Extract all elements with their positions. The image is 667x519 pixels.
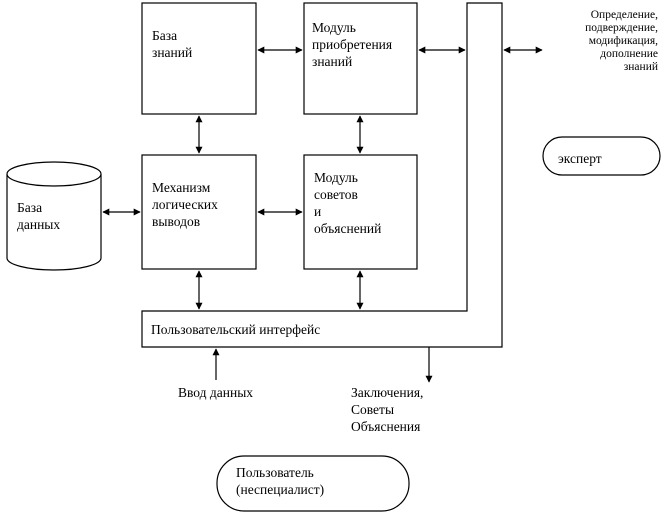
knowledge-base-box	[141, 2, 257, 115]
acquisition-module-label: Модуль приобретения знаний	[312, 20, 393, 69]
database-label: База данных	[17, 200, 61, 232]
expert-label: эксперт	[558, 151, 602, 166]
user-node	[216, 455, 410, 512]
outputs-label: Заключения, Советы Объяснения	[351, 385, 424, 434]
expert-actions-label: Определение, подверждение, модификация, …	[585, 9, 658, 73]
user-interface-label: Пользовательский интерфейс	[151, 322, 321, 337]
knowledge-base-label: База знаний	[152, 28, 193, 60]
data-input-label: Ввод данных	[178, 385, 254, 400]
inference-engine-label: Механизм логических выводов	[152, 180, 218, 229]
user-label: Пользователь (неспециалист)	[236, 465, 325, 497]
expert-node	[542, 136, 661, 176]
user-interface-box	[141, 2, 503, 348]
database-cylinder-top	[6, 161, 102, 187]
advice-module-box	[303, 154, 418, 270]
acquisition-module-box	[303, 2, 418, 115]
database-cylinder	[6, 174, 102, 271]
advice-module-label: Модуль советов и объяснений	[314, 170, 382, 236]
inference-engine-box	[141, 154, 257, 270]
